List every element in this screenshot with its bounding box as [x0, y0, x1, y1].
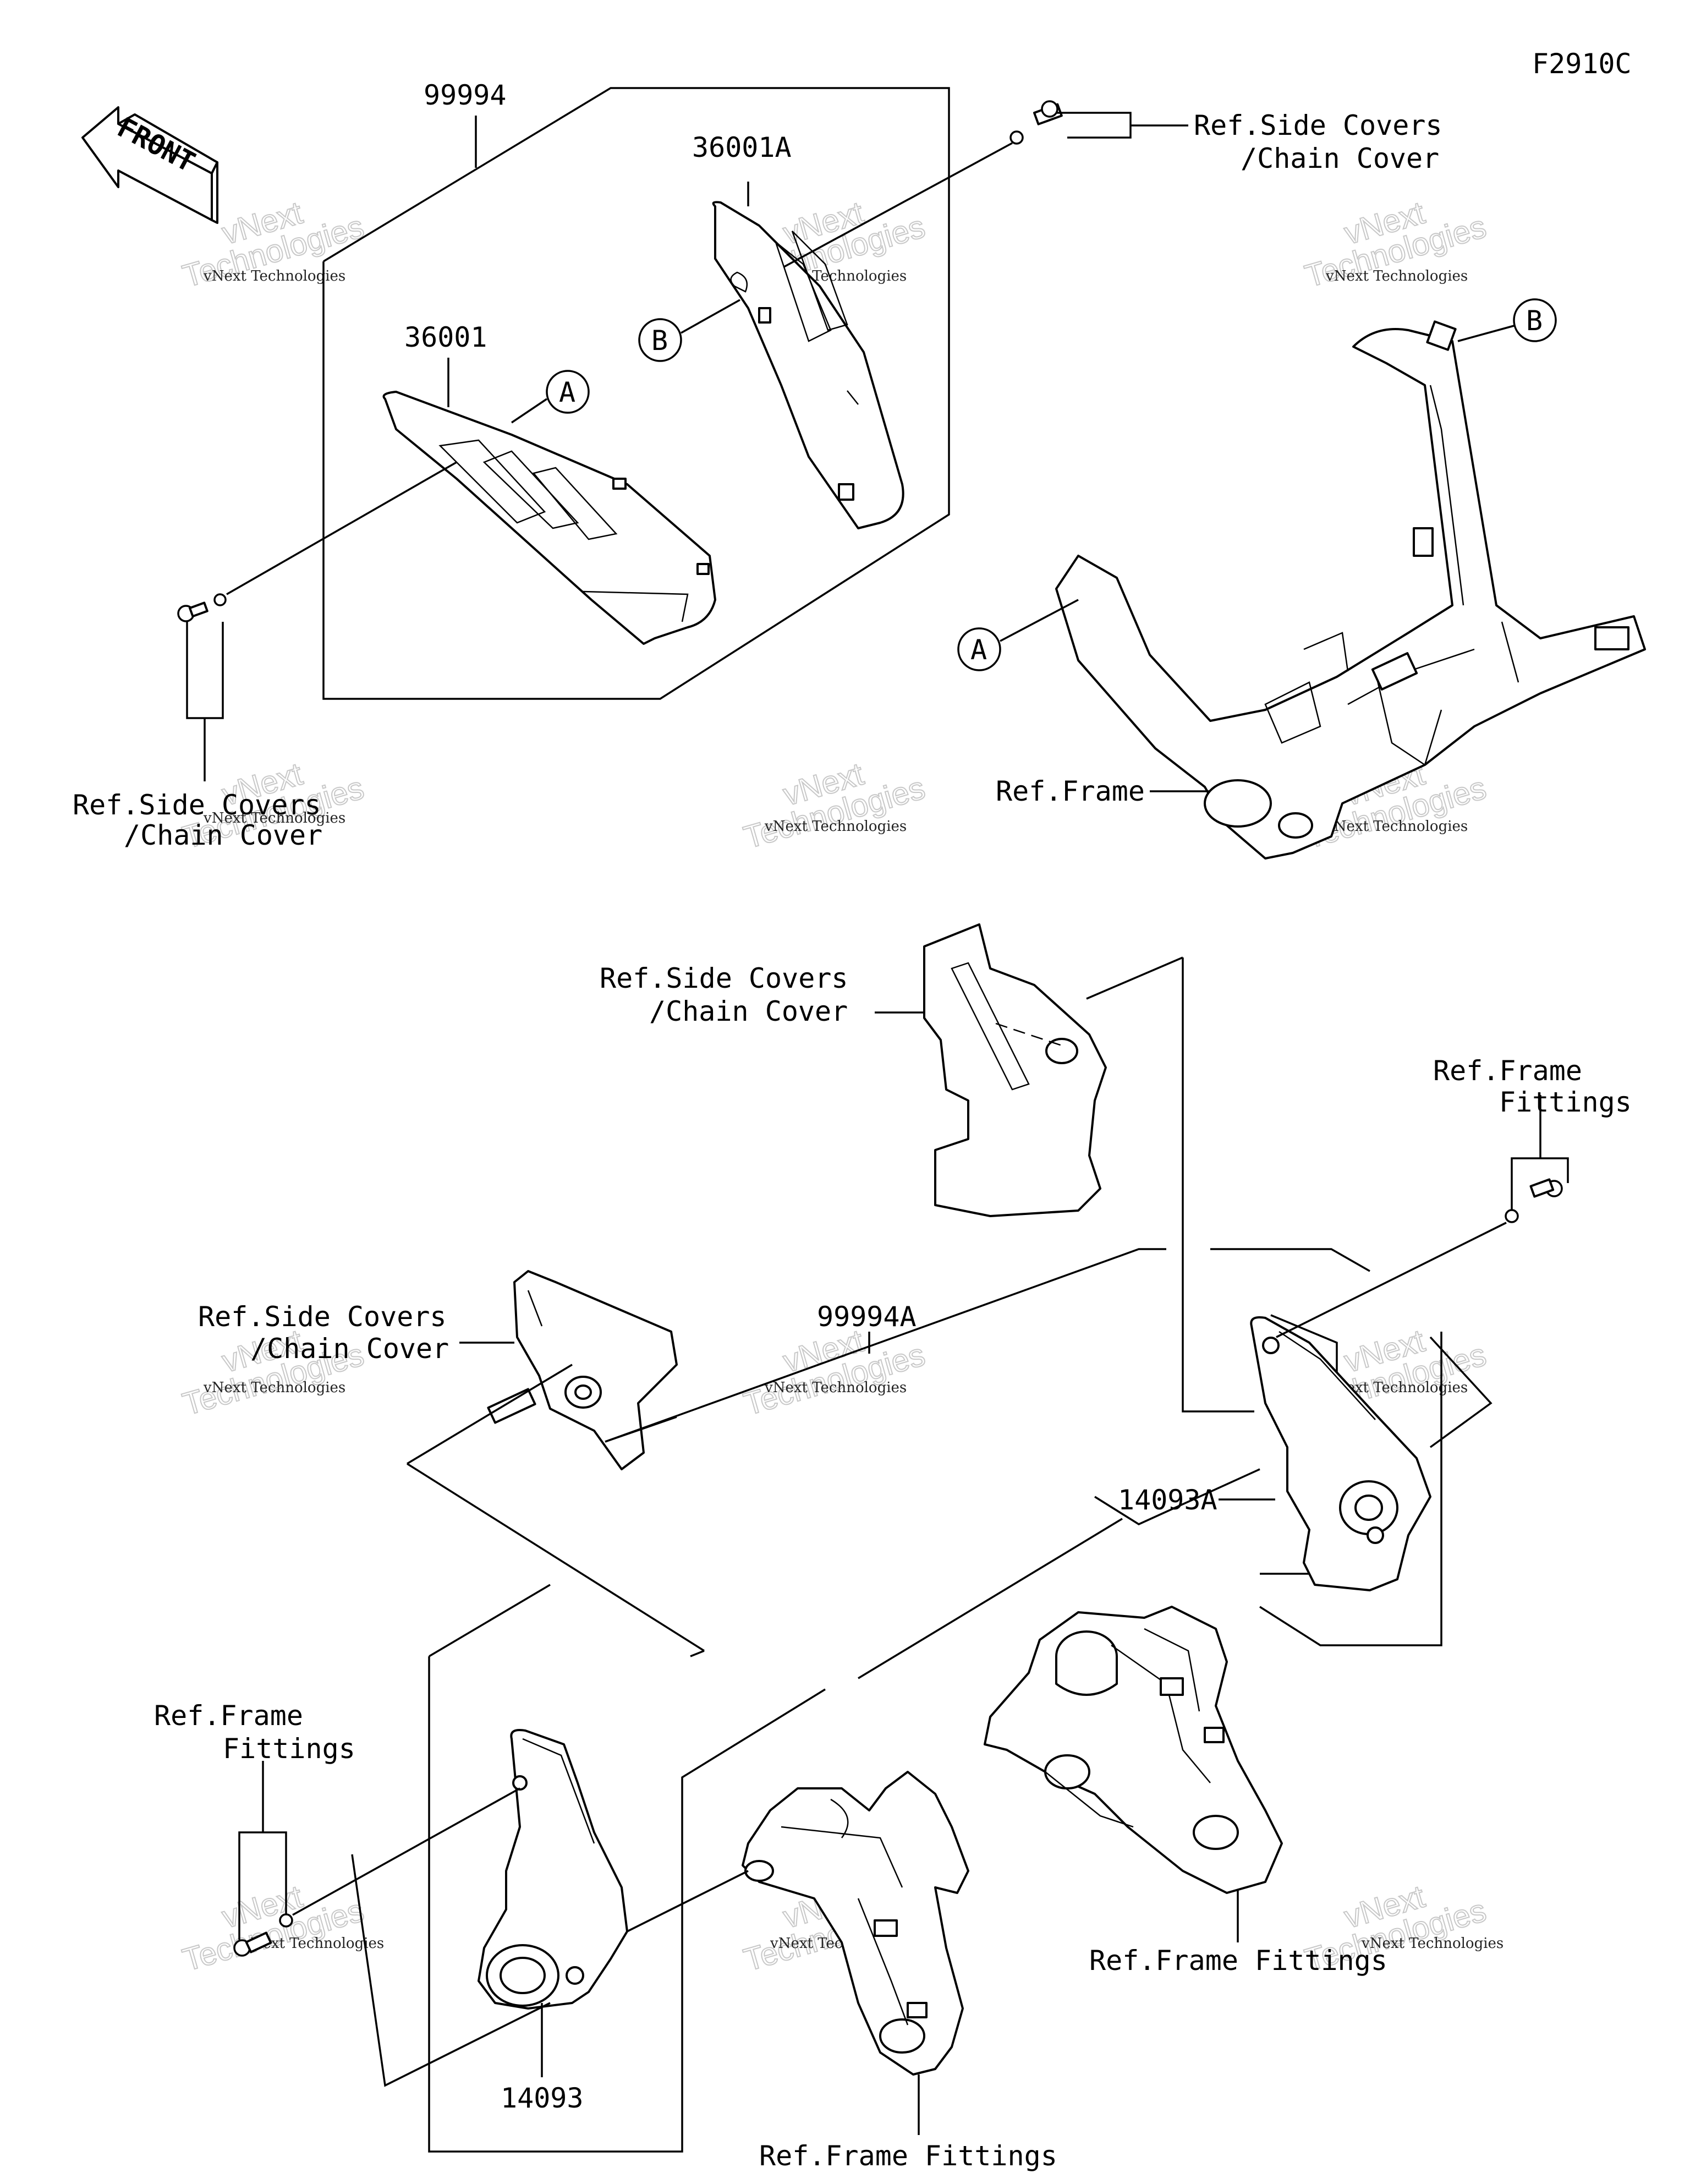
kit-boundary-line: [429, 1584, 551, 1657]
kit-boundary-line: [1210, 1248, 1370, 1272]
ref-side-covers-label-2: Ref.Side Covers: [1194, 110, 1442, 141]
kit-boundary-line: [407, 1463, 705, 1652]
watermark-small: vNext Technologies: [203, 810, 345, 826]
callout-a-top: A: [559, 376, 575, 408]
ref-frame-fittings-c: Ref.Frame Fittings: [1089, 1945, 1387, 1977]
kit-99994a-group: 99994A: [407, 956, 1493, 2153]
ref-side-covers-label-3: Ref.Side Covers: [600, 962, 848, 994]
ref-chain-cover-label-4: /Chain Cover: [250, 1333, 449, 1365]
part-label-14093a: 14093A: [1118, 1484, 1217, 1516]
watermark-small: vNext Technologies: [203, 268, 345, 284]
frame-fitting-bracket-center: [742, 1771, 969, 2076]
kit-boundary-line: [1086, 956, 1183, 1000]
ref-side-covers-label-4: Ref.Side Covers: [198, 1301, 447, 1333]
kit-boundary-line: [323, 87, 950, 262]
ref-frame-fittings-b-line1: Ref.Frame: [1433, 1055, 1582, 1087]
kit-boundary-line: [605, 1416, 677, 1443]
kit-boundary-line: [1259, 1332, 1442, 1646]
kit-boundary-line: [858, 1518, 1123, 1679]
ref-frame-fittings-a-line1: Ref.Frame: [154, 1700, 303, 1732]
kit-boundary-line: [605, 1248, 1166, 1443]
leader-line: [1457, 325, 1515, 342]
ref-frame-fittings-d: Ref.Frame Fittings: [759, 2140, 1057, 2172]
frame-part: [1055, 320, 1646, 860]
part-label-36001a: 36001A: [692, 132, 792, 163]
leader-line: [1056, 112, 1132, 139]
kit-boundary-line: [1182, 957, 1254, 1413]
ref-chain-cover-label-2: /Chain Cover: [1241, 143, 1439, 174]
callout-b-top: B: [651, 325, 668, 357]
leader-line: [226, 461, 457, 595]
kit-boundary-line: [690, 1650, 705, 1657]
part-label-14093: 14093: [501, 2082, 584, 2114]
part-label-99994a: 99994A: [817, 1301, 917, 1333]
kit-boundary-line: [407, 1364, 573, 1465]
frame-fitting-bracket-right: [984, 1606, 1283, 1894]
kit-boundary-line: [351, 1854, 551, 2087]
ref-side-covers-label-1: Ref.Side Covers: [73, 789, 321, 821]
ref-frame-label: Ref.Frame: [996, 775, 1145, 807]
callout-a-circle: [546, 370, 590, 414]
cover-14093a-part: [1250, 1316, 1431, 1591]
callout-b-frame-circle: [1513, 298, 1557, 342]
side-cover-ref-part: [923, 923, 1107, 1217]
cover-36001-part: [382, 391, 716, 645]
leader-line: [1000, 599, 1079, 642]
watermark-small: vNext Technologies: [1361, 1935, 1504, 1952]
screw-icon: [233, 1913, 293, 1957]
diagram-code: F2910C: [1532, 48, 1632, 80]
cover-36001a-part: [712, 201, 904, 529]
ref-frame-fittings-b-line2: Fittings: [1499, 1086, 1632, 1118]
leader-line: [783, 142, 1013, 268]
kit-boundary-line: [1429, 1336, 1493, 1448]
kit-boundary-line: [428, 1656, 826, 2153]
cover-14093-part: [478, 1729, 628, 2010]
front-arrow-icon: FRONT: [81, 106, 218, 224]
ref-chain-cover-label-3: /Chain Cover: [649, 995, 848, 1027]
watermark-small: vNext Technologies: [203, 1380, 345, 1396]
leader-line: [681, 299, 740, 334]
kit-boundary-line: [1094, 1468, 1260, 1525]
side-cover-ref-part-2: [487, 1270, 678, 1470]
callout-b-frame: B: [1526, 305, 1543, 337]
watermark-small: vNext Technologies: [1325, 268, 1468, 284]
part-label-99994: 99994: [424, 79, 507, 111]
callout-b-circle: [638, 318, 682, 362]
leader-line: [627, 1870, 749, 1933]
screw-icon: [1009, 100, 1063, 145]
kit-99994-group: 99994 36001A B 36001: [73, 79, 1442, 851]
leader-line: [292, 1787, 520, 1916]
ref-frame-fittings-a-line2: Fittings: [223, 1733, 355, 1765]
watermark-small: vNext Technologies: [764, 1380, 907, 1396]
leader-line: [511, 398, 547, 424]
leader-line: [186, 622, 224, 719]
callout-a-frame: A: [970, 634, 987, 666]
callout-a-frame-circle: [957, 627, 1001, 671]
kit-boundary-line: [322, 135, 950, 700]
screw-icon: [1505, 1178, 1563, 1223]
ref-chain-cover-label-1: /Chain Cover: [124, 819, 322, 851]
part-label-36001: 36001: [404, 321, 487, 353]
leader-line: [1276, 1222, 1507, 1338]
screw-icon: [177, 593, 227, 622]
watermark-small: vNext Technologies: [1325, 818, 1468, 835]
watermark-small: vNext Technologies: [764, 818, 907, 835]
